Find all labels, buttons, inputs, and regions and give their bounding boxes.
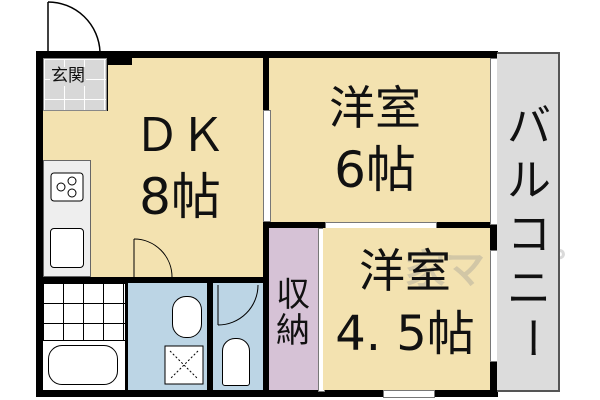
dk-label: ＤＫ: [134, 108, 226, 162]
storage-label-2: 納: [276, 311, 310, 351]
storage: [269, 228, 320, 390]
pillar: [108, 58, 132, 65]
door-icon: [217, 284, 259, 326]
balcony-char: ー: [504, 316, 555, 360]
balcony-label: バ ル コ ニ ー: [504, 100, 555, 360]
western-room-6-label: 洋室: [329, 81, 421, 135]
western-room-4-5-label: 洋室: [359, 244, 451, 298]
window: [383, 390, 435, 398]
bathtub-icon: [48, 345, 118, 385]
dk-size: 8帖: [139, 168, 221, 226]
western-room-4-5-size: 4. 5帖: [335, 306, 475, 362]
sliding-door: [263, 110, 271, 222]
balcony-char: ニ: [507, 263, 551, 314]
balcony-char: バ: [507, 101, 551, 152]
dk-room-upper: [108, 58, 263, 112]
western-room-6-size: 6帖: [334, 141, 416, 199]
storage-label-1: 収: [276, 275, 310, 315]
washbasin-icon: [172, 296, 202, 338]
washing-machine-icon: [164, 345, 204, 385]
balcony-char: ル: [507, 155, 551, 206]
balcony-char: コ: [507, 209, 551, 260]
entrance-door-icon: [47, 1, 101, 53]
western-room-6: [269, 58, 490, 222]
door-icon: [133, 238, 173, 278]
balcony: [497, 52, 560, 392]
toilet-icon: [222, 338, 250, 386]
western-room-4-5: [323, 228, 490, 390]
sink-icon: [50, 228, 84, 268]
stove-icon: [50, 172, 84, 202]
genkan-label: 玄関: [50, 66, 86, 86]
